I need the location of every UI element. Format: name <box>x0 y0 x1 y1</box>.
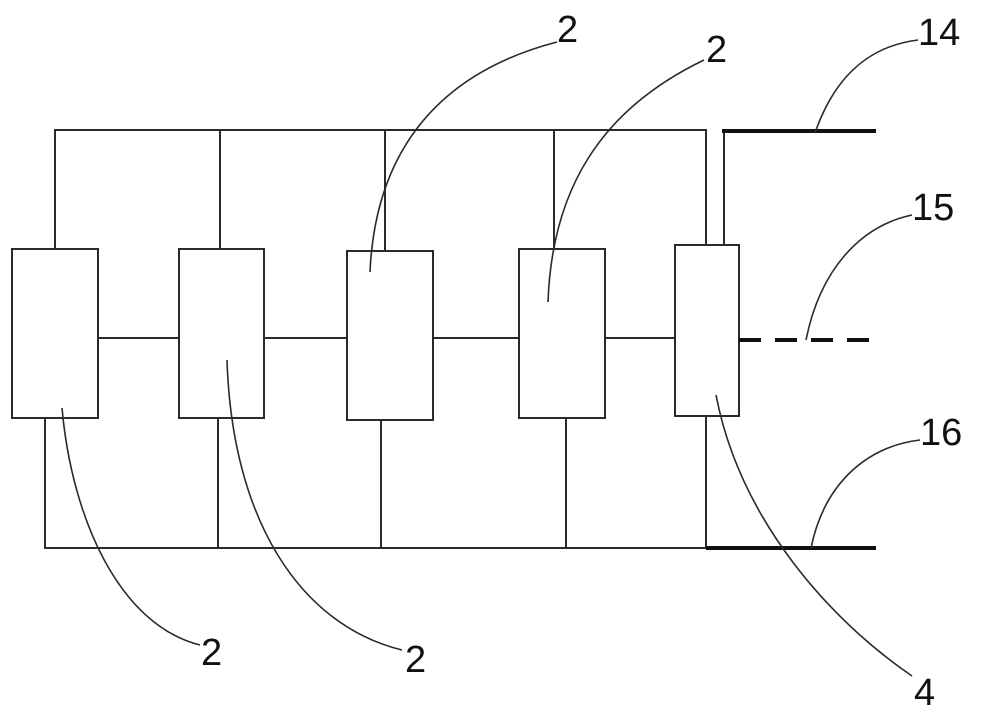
label-module-bottom-1: 2 <box>201 632 222 674</box>
leader-module-bottom-2 <box>226 359 403 651</box>
label-line-14: 14 <box>918 12 960 54</box>
module-box-2 <box>178 248 265 419</box>
leader-module-top-1 <box>369 41 558 273</box>
leader-line-15 <box>805 214 913 341</box>
top-common-wire <box>54 129 707 249</box>
label-line-16: 16 <box>920 412 962 454</box>
module-box-3 <box>346 250 434 421</box>
leader-line-16 <box>810 439 921 549</box>
module-box-1 <box>11 248 99 419</box>
label-module-top-1: 2 <box>557 9 578 51</box>
module-box-4 <box>518 248 606 419</box>
bottom-common-wire <box>44 416 707 549</box>
label-module-top-2: 2 <box>706 29 727 71</box>
label-line-15: 15 <box>912 187 954 229</box>
label-module-bottom-2: 2 <box>405 639 426 681</box>
leader-line-14 <box>814 39 919 134</box>
label-end-module: 4 <box>914 672 935 714</box>
leader-end-module <box>715 394 913 677</box>
end-module-box <box>674 244 740 417</box>
leader-module-top-2 <box>547 59 705 303</box>
leader-module-bottom-1 <box>61 407 201 646</box>
